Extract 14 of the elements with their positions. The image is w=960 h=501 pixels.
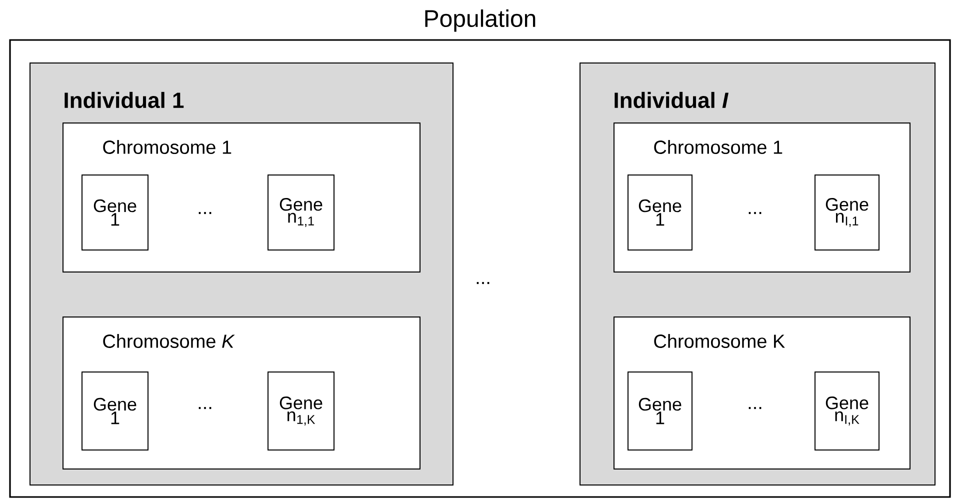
gene-box: Gene n$_{I,K}$ bbox=[814, 372, 880, 450]
gene-box: Gene 1 bbox=[628, 174, 692, 250]
gene-box: Gene n$_{I,1}$ bbox=[814, 174, 880, 250]
gene-box: Gene n$_{1,1}$ bbox=[268, 174, 334, 250]
gene-box: Gene 1 bbox=[82, 174, 148, 250]
ellipsis: ... bbox=[198, 407, 212, 410]
node-label: Population bbox=[425, 9, 536, 32]
ellipsis: ... bbox=[476, 282, 490, 284]
ellipsis: ... bbox=[198, 212, 212, 214]
gene-box: Gene 1 bbox=[628, 372, 692, 450]
ellipsis: ... bbox=[748, 212, 762, 214]
gene-box: Gene 1 bbox=[82, 372, 148, 450]
gene-box: Gene n$_{1,K}$ bbox=[268, 372, 334, 450]
ellipsis: ... bbox=[748, 407, 762, 410]
